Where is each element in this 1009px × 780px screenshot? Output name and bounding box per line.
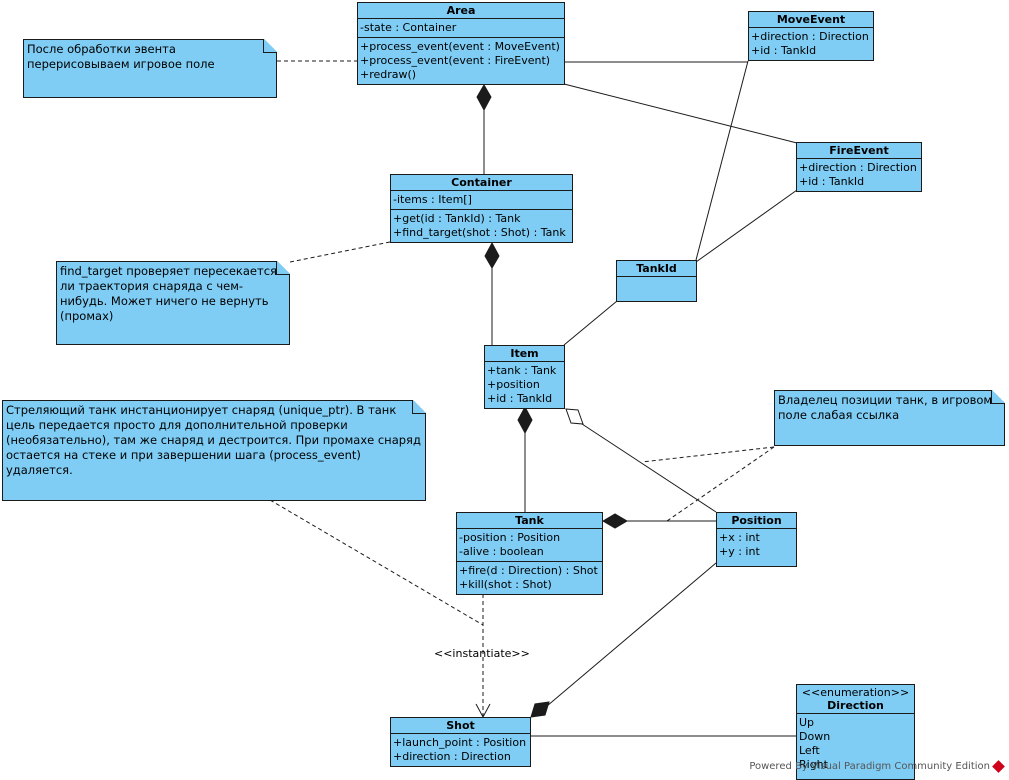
class-name: TankId <box>617 261 696 277</box>
note-position-owner[interactable]: Владелец позиции танк, в игровом поле сл… <box>774 390 1005 446</box>
note-text: find_target проверяет пересекается ли тр… <box>60 264 277 323</box>
diamond-area-container <box>476 84 492 112</box>
attribute: +y : int <box>719 545 760 558</box>
class-name: Tank <box>457 513 602 529</box>
note-fold-icon <box>412 400 426 414</box>
class-name: FireEvent <box>797 143 921 159</box>
attribute: +id : TankId <box>487 392 553 405</box>
class-name: Container <box>391 175 572 191</box>
note-link-position-owner-b <box>666 446 775 522</box>
class-container[interactable]: Container -items : Item[] +get(id : Tank… <box>390 174 573 243</box>
attribute: +direction : Direction <box>799 161 917 174</box>
aggregation-item-position <box>581 423 717 513</box>
attribute: -items : Item[] <box>393 193 472 206</box>
diamond-container-item <box>484 241 500 269</box>
class-fireevent[interactable]: FireEvent +direction : Direction +id : T… <box>796 142 922 192</box>
operation: +redraw() <box>360 68 417 81</box>
note-link-find-target <box>289 241 391 263</box>
composition-position-shot <box>546 562 717 707</box>
note-text: После обработки эвента перерисовываем иг… <box>27 42 215 71</box>
operation: +find_target(shot : Shot) : Tank <box>393 226 566 239</box>
class-area[interactable]: Area -state : Container +process_event(e… <box>357 2 565 85</box>
operation: +kill(shot : Shot) <box>459 578 552 591</box>
class-name: Direction <box>827 699 884 712</box>
note-shot-lifecycle[interactable]: Стреляющий танк инстанционирует снаряд (… <box>2 400 426 501</box>
attribute: +x : int <box>719 531 760 544</box>
class-moveevent[interactable]: MoveEvent +direction : Direction +id : T… <box>748 11 874 61</box>
operation: +process_event(event : MoveEvent) <box>360 40 560 53</box>
note-link-shot-lifecycle <box>269 499 484 626</box>
attribute: +position <box>487 378 540 391</box>
operation: +process_event(event : FireEvent) <box>360 54 551 67</box>
attribute: -state : Container <box>360 21 457 34</box>
class-tank[interactable]: Tank -position : Position -alive : boole… <box>456 512 603 595</box>
hollow-diamond-item-position <box>565 408 584 425</box>
class-shot[interactable]: Shot +launch_point : Position +direction… <box>390 717 531 767</box>
note-text: Стреляющий танк инстанционирует снаряд (… <box>6 403 421 477</box>
attribute: +id : TankId <box>751 44 817 57</box>
enum-literal: Right <box>799 758 828 771</box>
note-fold-icon <box>991 390 1005 404</box>
attribute: +direction : Direction <box>393 750 511 763</box>
class-position[interactable]: Position +x : int +y : int <box>716 512 797 567</box>
class-name: MoveEvent <box>749 12 873 28</box>
class-item[interactable]: Item +tank : Tank +position +id : TankId <box>484 345 565 409</box>
assoc-area-fireevent <box>563 83 798 144</box>
attribute: -position : Position <box>459 531 561 544</box>
operation: +get(id : TankId) : Tank <box>393 212 521 225</box>
footer: Powered By Visual Paradigm Community Edi… <box>749 759 1005 773</box>
note-redraw[interactable]: После обработки эвента перерисовываем иг… <box>23 39 277 98</box>
note-fold-icon <box>276 261 290 275</box>
diamond-position-shot <box>530 701 550 718</box>
class-tankid[interactable]: TankId <box>616 260 697 302</box>
attribute: +id : TankId <box>799 175 865 188</box>
note-fold-icon <box>263 39 277 53</box>
note-text: Владелец позиции танк, в игровом поле сл… <box>778 393 993 422</box>
class-name: Item <box>485 346 564 362</box>
note-find-target[interactable]: find_target проверяет пересекается ли тр… <box>56 261 290 345</box>
attribute: +tank : Tank <box>487 364 557 377</box>
attribute: +direction : Direction <box>751 30 869 43</box>
operation: +fire(d : Direction) : Shot <box>459 564 598 577</box>
attribute: +launch_point : Position <box>393 736 527 749</box>
enum-literal: Up <box>799 716 815 729</box>
attribute: -alive : boolean <box>459 545 544 558</box>
class-name: Position <box>717 513 796 529</box>
class-name: Area <box>358 3 564 19</box>
diamond-item-tank <box>517 405 533 435</box>
visual-paradigm-logo-icon <box>992 759 1005 773</box>
assoc-fireevent-tankid <box>695 189 798 263</box>
assoc-moveevent-tankid <box>695 60 749 261</box>
note-link-position-owner-a <box>641 446 775 463</box>
instantiate-label: <<instantiate>> <box>434 647 530 660</box>
stereotype: <<enumeration>> <box>801 686 910 699</box>
footer-text: Powered By Visual Paradigm Community Edi… <box>749 761 990 772</box>
assoc-tankid-item <box>563 300 618 346</box>
class-name: Shot <box>391 718 530 734</box>
enum-literal: Left <box>799 744 820 757</box>
enum-direction[interactable]: <<enumeration>> Direction Up Down Left R… <box>796 684 915 780</box>
diamond-tank-position <box>602 513 628 529</box>
enum-literal: Down <box>799 730 831 743</box>
